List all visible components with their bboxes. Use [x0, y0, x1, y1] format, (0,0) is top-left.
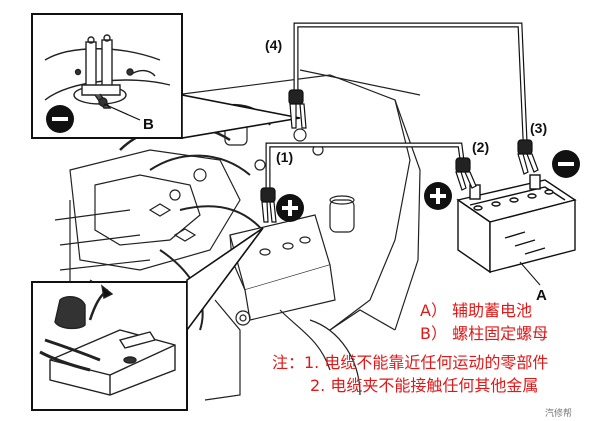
note-2: 2. 电缆夹不能接触任何其他金属: [310, 376, 538, 395]
legend-b: B） 螺柱固定螺母: [420, 324, 548, 343]
auxiliary-battery: [456, 174, 577, 274]
inset-clamp-rubber-cover: [31, 227, 264, 411]
step-4-label: (4): [265, 37, 282, 53]
minus-icon-battery: [552, 150, 580, 178]
label-a: A: [536, 287, 547, 304]
legend-a: A） 辅助蓄电池: [420, 301, 532, 320]
watermark: 汽修帮: [545, 407, 572, 419]
plus-icon-battery: [424, 182, 452, 210]
inset-stud-nut: B: [31, 13, 301, 139]
jumper-cables: [265, 22, 528, 190]
step-1-label: (1): [276, 149, 293, 165]
leader-a: [519, 261, 541, 286]
clamp-3: [517, 139, 539, 175]
clamp-1: [260, 187, 277, 223]
clamp-2: [455, 157, 477, 191]
plus-icon-vehicle: [276, 194, 304, 222]
step-3-label: (3): [530, 120, 547, 136]
clamp-4: [288, 89, 307, 129]
note-1: 注：1. 电缆不能靠近任何运动的零部件: [272, 353, 548, 372]
minus-icon-inset: [46, 105, 74, 133]
label-b: B: [143, 116, 154, 133]
step-2-label: (2): [472, 139, 489, 155]
